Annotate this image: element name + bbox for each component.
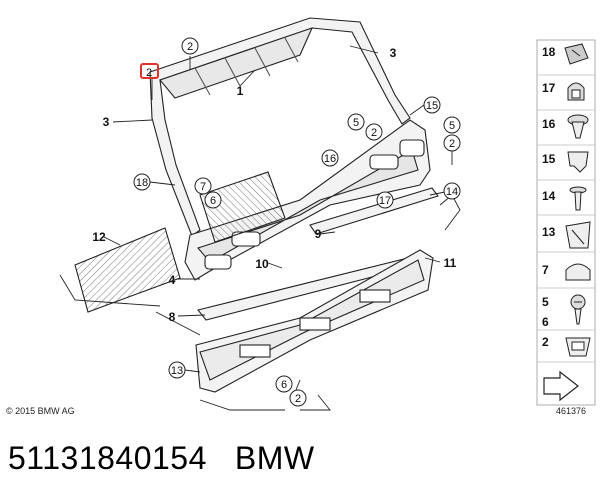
- window-frame-trim: [149, 17, 411, 237]
- callout-2-c: 2: [365, 123, 383, 141]
- callout-6-a: 6: [204, 191, 222, 209]
- legend-item-2: 2: [542, 335, 591, 357]
- part-number: 51131840154: [8, 440, 207, 476]
- grommet-icon: [565, 337, 591, 357]
- callout-7: 7: [194, 177, 212, 195]
- callout-14: 14: [443, 182, 461, 200]
- svg-text:13: 13: [171, 365, 183, 377]
- legend-item-13: 13: [542, 221, 591, 249]
- callout-6-b: 6: [275, 375, 293, 393]
- svg-text:5: 5: [542, 295, 549, 309]
- legend-item-16: 16: [542, 114, 589, 139]
- inner-grille: [199, 171, 286, 243]
- callout-13: 13: [168, 361, 186, 379]
- svg-text:17: 17: [379, 195, 391, 207]
- direction-arrow-icon: [543, 370, 579, 402]
- callout-5-a: 5: [347, 113, 365, 131]
- callout-2-highlighted: 2: [146, 67, 152, 79]
- svg-text:6: 6: [281, 379, 287, 391]
- svg-text:2: 2: [542, 335, 549, 349]
- svg-text:7: 7: [542, 263, 549, 277]
- legend-item-15: 15: [542, 151, 589, 173]
- svg-text:18: 18: [542, 45, 556, 59]
- callout-9: 9: [315, 227, 322, 241]
- svg-text:17: 17: [542, 81, 556, 95]
- callout-16: 16: [321, 149, 339, 167]
- copyright-text: © 2015 BMW AG: [6, 406, 75, 416]
- legend-item-14: 14: [542, 186, 587, 211]
- svg-text:18: 18: [136, 177, 148, 189]
- callout-17: 17: [376, 191, 394, 209]
- legend-item-17: 17: [542, 81, 585, 101]
- callout-11: 11: [444, 256, 457, 270]
- legend-item-18: 18: [542, 43, 589, 65]
- trim-clip-icon: [567, 82, 585, 101]
- callouts: 2 2 1 3 3 15 5 2 5 2 16 18 7 6 17 14 9 1…: [92, 37, 461, 407]
- callout-12: 12: [92, 230, 106, 244]
- svg-text:6: 6: [210, 195, 216, 207]
- svg-text:6: 6: [542, 315, 549, 329]
- carrier-panel: [195, 249, 434, 393]
- svg-text:5: 5: [449, 120, 455, 132]
- callout-2-e: 2: [289, 389, 307, 407]
- grille-cover: [74, 227, 181, 313]
- svg-text:16: 16: [542, 117, 556, 131]
- callout-2-d: 2: [443, 134, 461, 152]
- highlight-box: [140, 63, 159, 79]
- clip-nut-icon: [564, 43, 589, 65]
- svg-text:2: 2: [449, 138, 455, 150]
- svg-text:7: 7: [200, 181, 206, 193]
- expanding-rivet-icon: [567, 114, 589, 139]
- parts-diagram: 2 2 1 3 3 15 5 2 5 2 16 18 7 6 17 14 9 1…: [6, 17, 596, 416]
- retainer-clip-icon: [567, 151, 589, 173]
- svg-text:15: 15: [542, 152, 556, 166]
- caption: 51131840154 BMW: [8, 440, 592, 490]
- svg-text:14: 14: [542, 189, 556, 203]
- callout-4: 4: [169, 273, 176, 287]
- push-pin-icon: [569, 186, 587, 211]
- callout-3-top: 3: [390, 46, 397, 60]
- callout-1: 1: [237, 84, 244, 98]
- svg-text:13: 13: [542, 225, 556, 239]
- callout-3-left: 3: [103, 115, 110, 129]
- callout-8: 8: [169, 310, 176, 324]
- leader-lines: [59, 45, 461, 411]
- callout-15: 15: [423, 96, 441, 114]
- svg-text:14: 14: [446, 186, 458, 198]
- svg-text:5: 5: [353, 117, 359, 129]
- callout-5-b: 5: [443, 116, 461, 134]
- screw-icon: [570, 294, 586, 325]
- brand-name: BMW: [234, 440, 315, 476]
- svg-text:2: 2: [187, 41, 193, 53]
- lower-trim-panel: [184, 119, 431, 281]
- svg-text:2: 2: [295, 393, 301, 405]
- callout-18: 18: [133, 173, 151, 191]
- callout-10: 10: [255, 257, 269, 271]
- svg-text:16: 16: [324, 153, 336, 165]
- parts-legend: 18 17 16 15 14 13 7 5 6: [536, 39, 596, 406]
- spring-clip-icon: [565, 221, 591, 249]
- legend-item-7: 7: [542, 263, 591, 281]
- legend-item-5-6: 5 6: [542, 294, 586, 329]
- cap-icon: [565, 263, 591, 281]
- image-id: 461376: [556, 406, 586, 416]
- svg-text:15: 15: [426, 100, 438, 112]
- callout-2: 2: [181, 37, 199, 55]
- svg-text:2: 2: [371, 127, 377, 139]
